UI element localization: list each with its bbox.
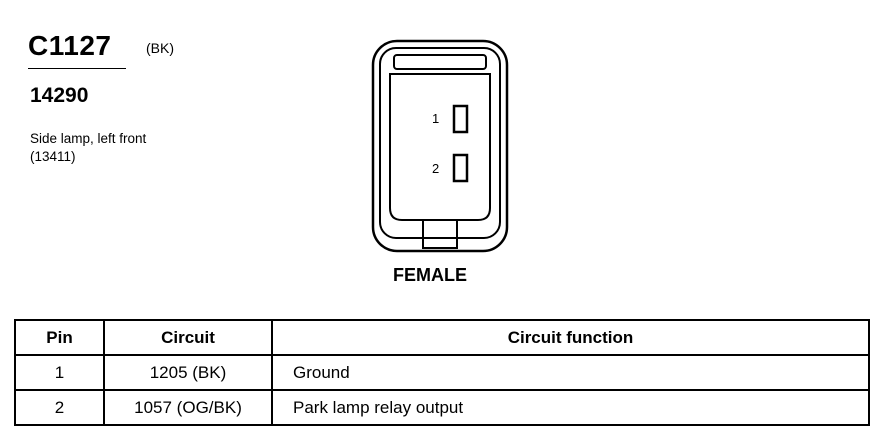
circuit-cell: 1205 (BK) — [103, 354, 273, 391]
table-header-row: Pin Circuit Circuit function — [14, 319, 870, 356]
pin-cell: 2 — [14, 389, 105, 426]
pin-label: 2 — [432, 161, 439, 176]
circuit-cell: 1057 (OG/BK) — [103, 389, 273, 426]
column-header-pin: Pin — [14, 319, 105, 356]
description-line: Side lamp, left front — [30, 131, 147, 146]
header-divider — [28, 68, 126, 69]
connector-key — [422, 220, 458, 249]
connector-description: Side lamp, left front (13411) — [30, 130, 146, 166]
connector-gender-label: FEMALE — [393, 265, 467, 285]
pin-1-terminal — [452, 104, 469, 134]
description-line: (13411) — [30, 149, 76, 164]
connector-housing-outer — [371, 39, 509, 253]
table-row: 1 1205 (BK) Ground — [14, 354, 870, 391]
connector-id: C1127 — [28, 30, 112, 61]
connector-cavity — [389, 73, 491, 221]
connector-face-diagram: 1 2 — [371, 39, 509, 253]
pin-label: 1 — [432, 111, 439, 126]
circuit-function-cell: Park lamp relay output — [271, 389, 870, 426]
column-header-circuit: Circuit — [103, 319, 273, 356]
pin-2-terminal — [452, 153, 469, 183]
circuit-function-cell: Ground — [271, 354, 870, 391]
table-row: 2 1057 (OG/BK) Park lamp relay output — [14, 389, 870, 426]
connector-housing-inner — [379, 47, 501, 239]
pinout-table: Pin Circuit Circuit function 1 1205 (BK)… — [14, 319, 870, 426]
connector-latch — [393, 54, 487, 70]
part-number: 14290 — [30, 84, 89, 107]
column-header-circuit-function: Circuit function — [271, 319, 870, 356]
connector-color-code: (BK) — [146, 40, 174, 56]
pin-cell: 1 — [14, 354, 105, 391]
